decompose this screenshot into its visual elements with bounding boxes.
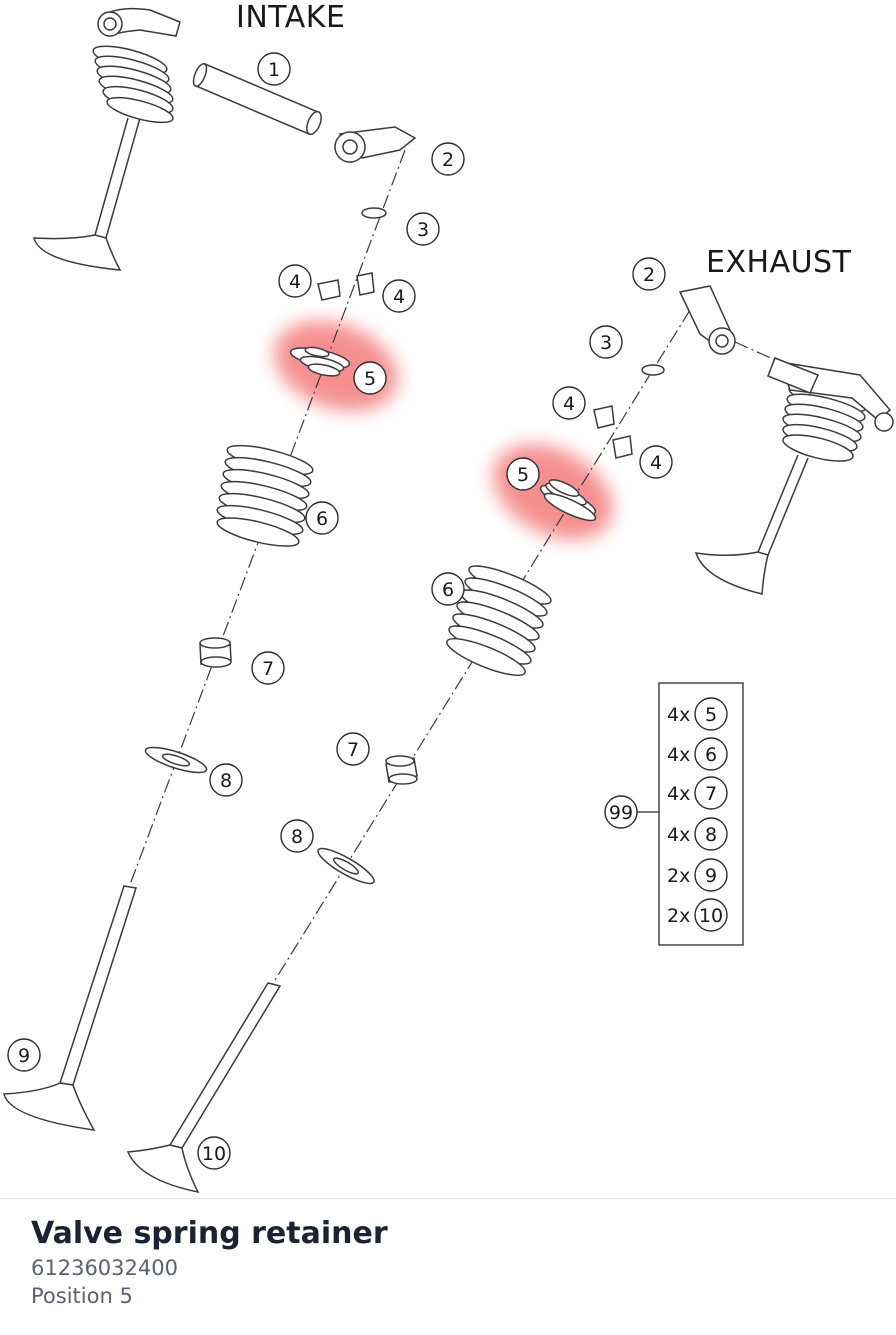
svg-text:4: 4 <box>563 393 575 415</box>
intake-valve-spring <box>216 444 314 547</box>
svg-text:4: 4 <box>289 271 301 293</box>
exhaust-collet-right <box>612 435 633 459</box>
callout-intake-5[interactable]: 5 <box>353 361 387 395</box>
callout-exhaust-8[interactable]: 8 <box>280 819 314 853</box>
callout-exhaust-10[interactable]: 10 <box>197 1136 231 1170</box>
callout-exhaust-4a[interactable]: 4 <box>552 386 586 420</box>
svg-text:2: 2 <box>442 149 454 171</box>
exhaust-spring-retainer[interactable] <box>537 477 598 525</box>
kit-qty-2: 4x <box>667 744 690 766</box>
svg-text:9: 9 <box>18 1045 30 1067</box>
svg-text:6: 6 <box>316 508 328 530</box>
callout-intake-9[interactable]: 9 <box>7 1038 41 1072</box>
intake-rocker-arm <box>334 126 417 163</box>
exhaust-rocker-shaft <box>767 357 820 394</box>
svg-text:3: 3 <box>600 332 612 354</box>
intake-spring-seat <box>144 746 208 774</box>
callout-intake-4a[interactable]: 4 <box>278 264 312 298</box>
kit-qty-6: 2x <box>667 905 690 927</box>
svg-text:5: 5 <box>517 464 529 486</box>
callout-intake-6[interactable]: 6 <box>305 501 339 535</box>
svg-text:5: 5 <box>364 368 376 390</box>
intake-collet-right <box>356 272 375 296</box>
exhaust-valve-stem-seal <box>385 755 418 785</box>
svg-text:8: 8 <box>291 826 303 848</box>
callout-exhaust-3[interactable]: 3 <box>589 325 623 359</box>
exhaust-shim <box>641 364 665 376</box>
intake-spring-retainer[interactable] <box>289 344 351 378</box>
svg-text:7: 7 <box>347 739 359 761</box>
kit-pos-2: 6 <box>705 744 717 766</box>
svg-text:10: 10 <box>202 1143 226 1165</box>
kit-qty-4: 4x <box>667 824 690 846</box>
kit-pos-1: 5 <box>705 704 717 726</box>
kit-box[interactable]: 99 4x 5 4x 6 4x 7 4x 8 2x 9 2x 10 <box>604 682 744 946</box>
svg-text:4: 4 <box>650 452 662 474</box>
part-name: Valve spring retainer <box>31 1216 388 1251</box>
kit-pos-6: 10 <box>699 905 723 927</box>
callout-intake-3[interactable]: 3 <box>406 212 440 246</box>
exhaust-collet-left <box>593 405 615 429</box>
callout-exhaust-6[interactable]: 6 <box>431 572 465 606</box>
svg-text:4: 4 <box>393 286 405 308</box>
svg-text:2: 2 <box>643 264 655 286</box>
exhaust-valve <box>126 982 282 1194</box>
exhaust-rocker-arm <box>678 285 736 355</box>
part-info-panel: Valve spring retainer 61236032400 Positi… <box>31 1214 388 1310</box>
exhaust-spring-seat <box>317 847 375 885</box>
exhaust-label: EXHAUST <box>706 245 852 280</box>
svg-text:7: 7 <box>262 658 274 680</box>
callout-intake-1[interactable]: 1 <box>257 52 291 86</box>
intake-valve <box>3 885 137 1131</box>
callout-exhaust-7[interactable]: 7 <box>336 732 370 766</box>
exhaust-shaft-axis <box>734 341 776 361</box>
intake-label: INTAKE <box>236 0 345 35</box>
callout-intake-8[interactable]: 8 <box>209 763 243 797</box>
part-number: 61236032400 <box>31 1256 178 1280</box>
svg-text:6: 6 <box>442 579 454 601</box>
kit-qty-1: 4x <box>667 704 690 726</box>
kit-pos-5: 9 <box>705 865 717 887</box>
callout-intake-2[interactable]: 2 <box>431 142 465 176</box>
kit-qty-5: 2x <box>667 865 690 887</box>
exhaust-valve-spring <box>446 565 552 677</box>
intake-assembled-valve <box>33 7 181 271</box>
intake-rocker-shaft <box>192 62 322 136</box>
exploded-parts-diagram: INTAKE EXHAUST <box>3 0 894 1194</box>
callout-intake-7[interactable]: 7 <box>251 651 285 685</box>
callout-exhaust-4b[interactable]: 4 <box>639 445 673 479</box>
exhaust-assembled-valve <box>694 361 894 595</box>
info-divider <box>0 1198 896 1199</box>
kit-pos-4: 8 <box>705 824 717 846</box>
svg-text:8: 8 <box>220 770 232 792</box>
callout-intake-4b[interactable]: 4 <box>382 279 416 313</box>
svg-text:3: 3 <box>417 219 429 241</box>
svg-text:1: 1 <box>268 59 280 81</box>
part-position: Position 5 <box>31 1284 133 1308</box>
callout-exhaust-2[interactable]: 2 <box>632 257 666 291</box>
intake-shim <box>361 207 387 219</box>
intake-valve-stem-seal <box>199 637 232 668</box>
kit-qty-3: 4x <box>667 783 690 805</box>
intake-collet-left <box>317 279 341 301</box>
kit-number: 99 <box>609 802 633 824</box>
kit-pos-3: 7 <box>705 783 717 805</box>
callout-exhaust-5[interactable]: 5 <box>506 457 540 491</box>
